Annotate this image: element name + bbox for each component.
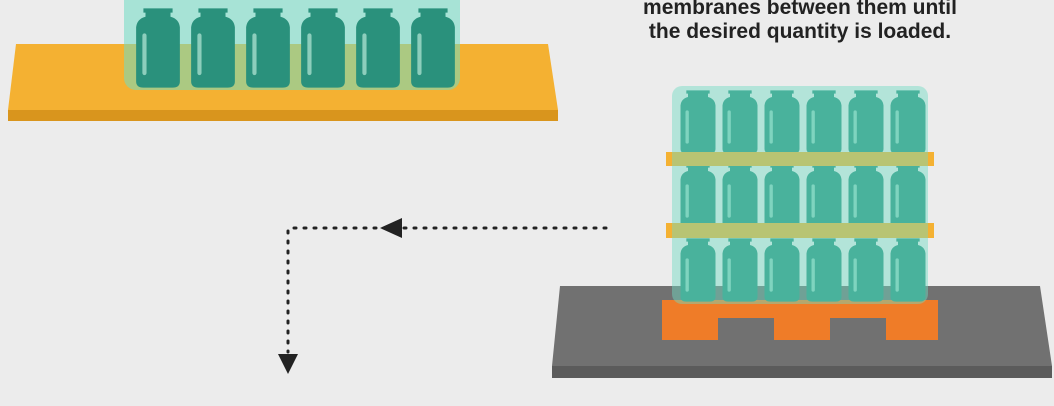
pallet-edge [552, 366, 1052, 378]
caption-line-1: membranes between them until [643, 0, 957, 19]
caption-line-2: the desired quantity is loaded. [648, 20, 952, 43]
tray-bottle [136, 8, 180, 88]
tray-bottle [356, 8, 400, 88]
arrowhead-down [278, 354, 298, 374]
tray-bottle [301, 8, 345, 88]
stack-wrap [672, 86, 928, 304]
membrane-1 [666, 152, 934, 166]
membrane-2 [666, 223, 934, 238]
top-left-tray [8, 0, 558, 121]
tray-bottle [411, 8, 455, 88]
tray-edge [8, 110, 558, 121]
dotted-flow-arrow-icon [286, 226, 608, 354]
tray-bottle [246, 8, 290, 88]
step-caption: membranes between them until the desired… [560, 0, 1040, 44]
tray-bottle [191, 8, 235, 88]
arrowhead-left [380, 218, 402, 238]
pallet-base [662, 300, 938, 340]
stacked-pallet-icon [552, 86, 1052, 378]
